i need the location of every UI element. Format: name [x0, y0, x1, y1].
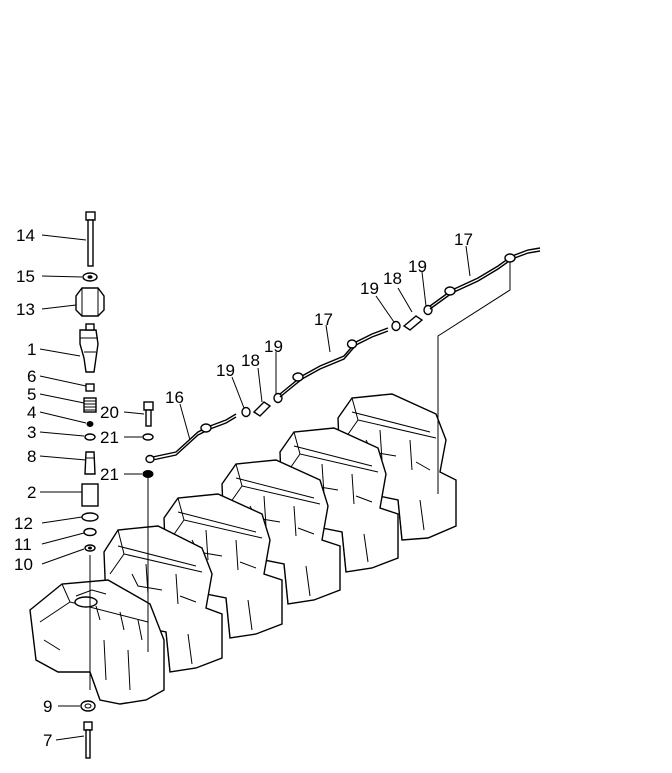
callout-6: 6 [27, 367, 36, 386]
callout-labels: 14 15 13 1 6 5 4 3 8 2 12 11 10 9 7 20 2… [14, 226, 473, 750]
gasket-21-upper [142, 433, 154, 441]
callout-3: 3 [27, 423, 36, 442]
callout-21-lower: 21 [100, 465, 119, 484]
pin [85, 383, 95, 392]
ball [86, 421, 94, 427]
fuel-pipes [145, 247, 541, 494]
callout-11: 11 [14, 535, 32, 554]
o-ring-11 [83, 527, 97, 537]
callout-4: 4 [27, 403, 36, 422]
callout-8: 8 [27, 447, 36, 466]
callout-1: 1 [27, 340, 36, 359]
injector-stack [75, 211, 105, 759]
fuel-injector [79, 323, 99, 373]
callout-16: 16 [165, 388, 184, 407]
callout-18-a: 18 [241, 351, 260, 370]
pipe-16 [147, 413, 237, 459]
callout-15: 15 [16, 267, 35, 286]
callout-17-a: 17 [314, 310, 333, 329]
callout-20: 20 [100, 403, 119, 422]
callout-9: 9 [43, 697, 52, 716]
leader-lines [39, 234, 471, 741]
callout-7: 7 [43, 731, 52, 750]
cylinder-head-1 [29, 579, 165, 705]
gasket-21-lower [142, 470, 154, 478]
callout-13: 13 [16, 300, 35, 319]
injector-clamp [75, 287, 105, 317]
callout-12: 12 [14, 514, 33, 533]
mounting-bolt [83, 721, 93, 759]
callout-17-b: 17 [454, 230, 473, 249]
spring [83, 397, 97, 413]
callout-14: 14 [16, 226, 35, 245]
callout-19-d: 19 [408, 257, 427, 276]
connector-bolt [143, 401, 154, 427]
hose-18-a [252, 401, 272, 417]
nozzle [84, 451, 96, 475]
callout-21-upper: 21 [100, 428, 119, 447]
nut [80, 700, 96, 712]
cylinder-head-5 [279, 427, 399, 573]
sleeve [81, 483, 99, 507]
callout-19-a: 19 [216, 361, 235, 380]
callout-19-c: 19 [360, 279, 379, 298]
callout-18-b: 18 [383, 269, 402, 288]
o-ring-12 [81, 512, 99, 522]
cylinder-head-4 [221, 459, 341, 605]
callout-19-b: 19 [264, 337, 283, 356]
bolt [85, 211, 96, 267]
callout-10: 10 [14, 555, 33, 574]
seal-washer [84, 433, 96, 441]
callout-5: 5 [27, 385, 36, 404]
hose-18-b [402, 315, 424, 331]
cylinder-head-assembly [29, 393, 457, 705]
callout-2: 2 [27, 483, 36, 502]
